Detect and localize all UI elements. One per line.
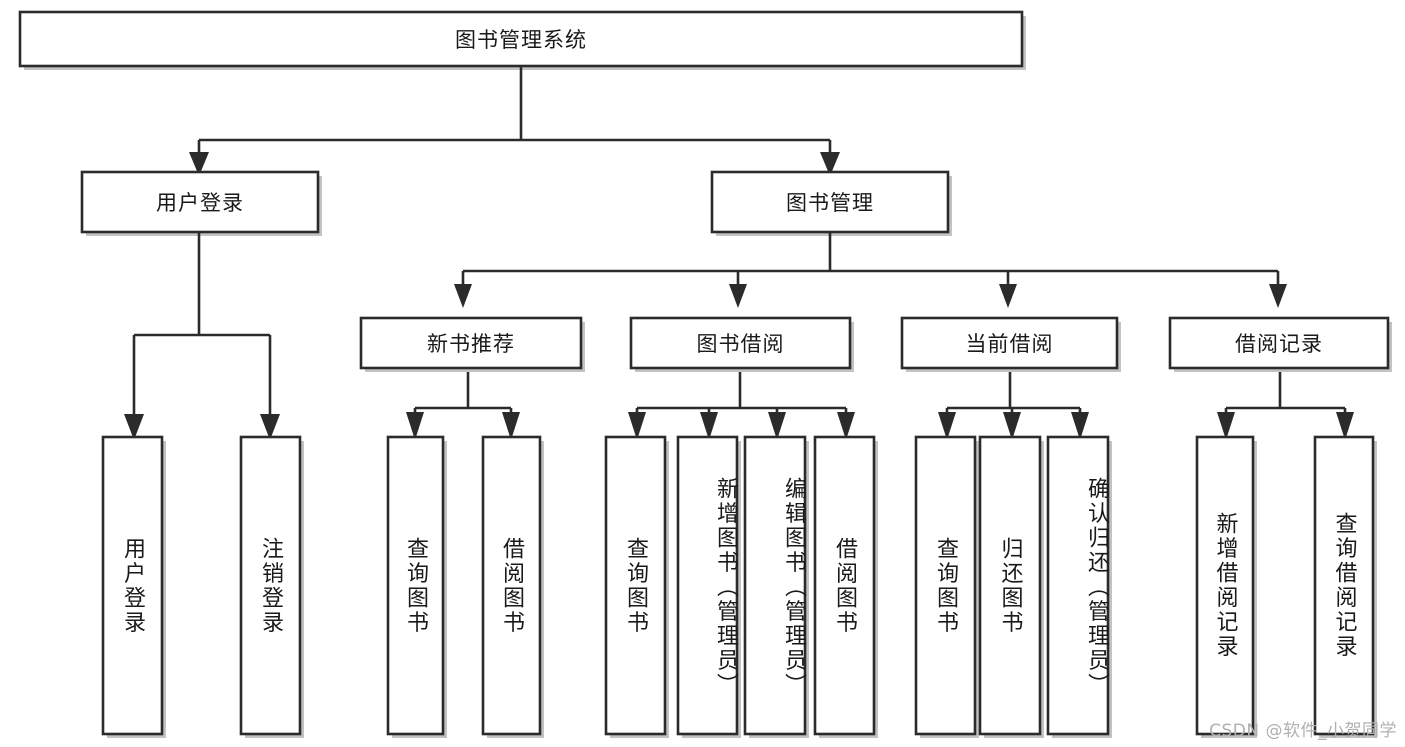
arrowhead-new-book-rec	[454, 284, 472, 308]
node-leaf-user-login[interactable]	[101, 435, 164, 736]
arrowhead-book-manage	[820, 152, 840, 176]
node-borrow-record[interactable]	[1168, 316, 1390, 370]
arrowhead-leaf-borrow-book-2	[837, 412, 855, 440]
node-book-borrow[interactable]	[629, 316, 852, 370]
node-leaf-add-book[interactable]	[676, 435, 739, 736]
node-root[interactable]	[18, 10, 1024, 68]
arrowhead-layer	[124, 152, 1354, 440]
node-leaf-edit-book[interactable]	[743, 435, 807, 736]
arrowhead-leaf-borrow-book-1	[502, 412, 520, 440]
node-leaf-logout[interactable]	[239, 435, 302, 736]
node-leaf-return-book[interactable]	[978, 435, 1042, 736]
node-leaf-borrow-book-2[interactable]	[813, 435, 876, 736]
arrowhead-leaf-query-record	[1336, 412, 1354, 440]
arrowhead-leaf-add-record	[1217, 412, 1235, 440]
arrowhead-leaf-edit-book	[768, 412, 786, 440]
arrowhead-leaf-logout	[260, 414, 280, 440]
node-leaf-query-book-1[interactable]	[386, 435, 445, 736]
node-leaf-add-record[interactable]	[1195, 435, 1255, 736]
node-box-layer	[18, 10, 1390, 736]
arrowhead-leaf-query-book-3	[938, 412, 956, 440]
arrowhead-book-borrow	[729, 284, 747, 308]
arrowhead-current-borrow	[999, 284, 1017, 308]
node-user-login[interactable]	[80, 170, 320, 234]
arrowhead-leaf-user-login	[124, 414, 144, 440]
arrowhead-leaf-return-book	[1003, 412, 1021, 440]
watermark: CSDN @软件_小贺同学	[1209, 721, 1397, 741]
arrowhead-borrow-record	[1269, 284, 1287, 308]
node-leaf-query-book-2[interactable]	[604, 435, 667, 736]
arrowhead-user-login	[189, 152, 209, 176]
node-leaf-borrow-book-1[interactable]	[481, 435, 542, 736]
arrowhead-leaf-query-book-2	[628, 412, 646, 440]
node-new-book-rec[interactable]	[359, 316, 583, 370]
arrowhead-leaf-confirm-return	[1071, 412, 1089, 440]
node-current-borrow[interactable]	[900, 316, 1119, 370]
arrowhead-leaf-add-book	[700, 412, 718, 440]
node-book-manage[interactable]	[710, 170, 950, 234]
node-leaf-query-book-3[interactable]	[914, 435, 977, 736]
node-leaf-confirm-return[interactable]	[1046, 435, 1110, 736]
arrowhead-leaf-query-book-1	[406, 412, 424, 440]
node-leaf-query-record[interactable]	[1313, 435, 1375, 736]
